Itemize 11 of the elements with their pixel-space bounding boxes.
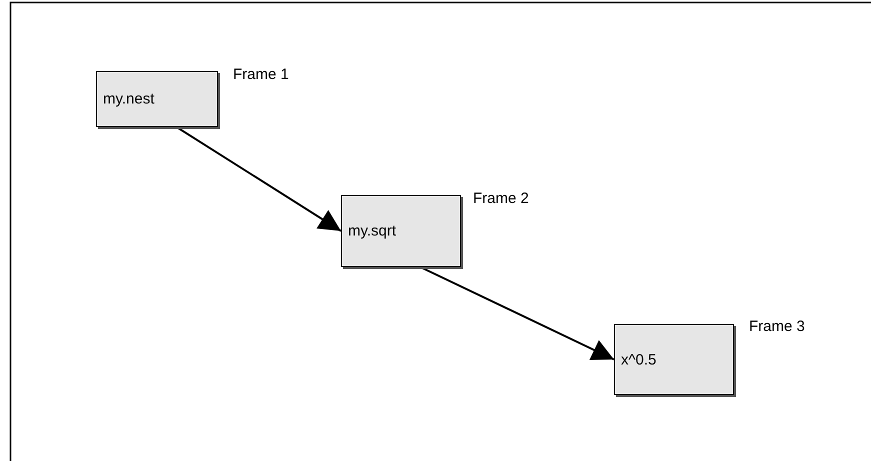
- process-box: [96, 71, 218, 127]
- process-box: [614, 324, 734, 395]
- process-box: [341, 195, 461, 267]
- node-label: my.sqrt: [348, 222, 396, 240]
- node-label: my.nest: [103, 90, 154, 108]
- frame-label: Frame 3: [749, 318, 805, 335]
- frame-label: Frame 2: [473, 190, 529, 207]
- arrow: [176, 126, 342, 232]
- arrow: [420, 266, 614, 360]
- node-label: x^0.5: [621, 351, 656, 368]
- frame-label: Frame 1: [233, 66, 289, 83]
